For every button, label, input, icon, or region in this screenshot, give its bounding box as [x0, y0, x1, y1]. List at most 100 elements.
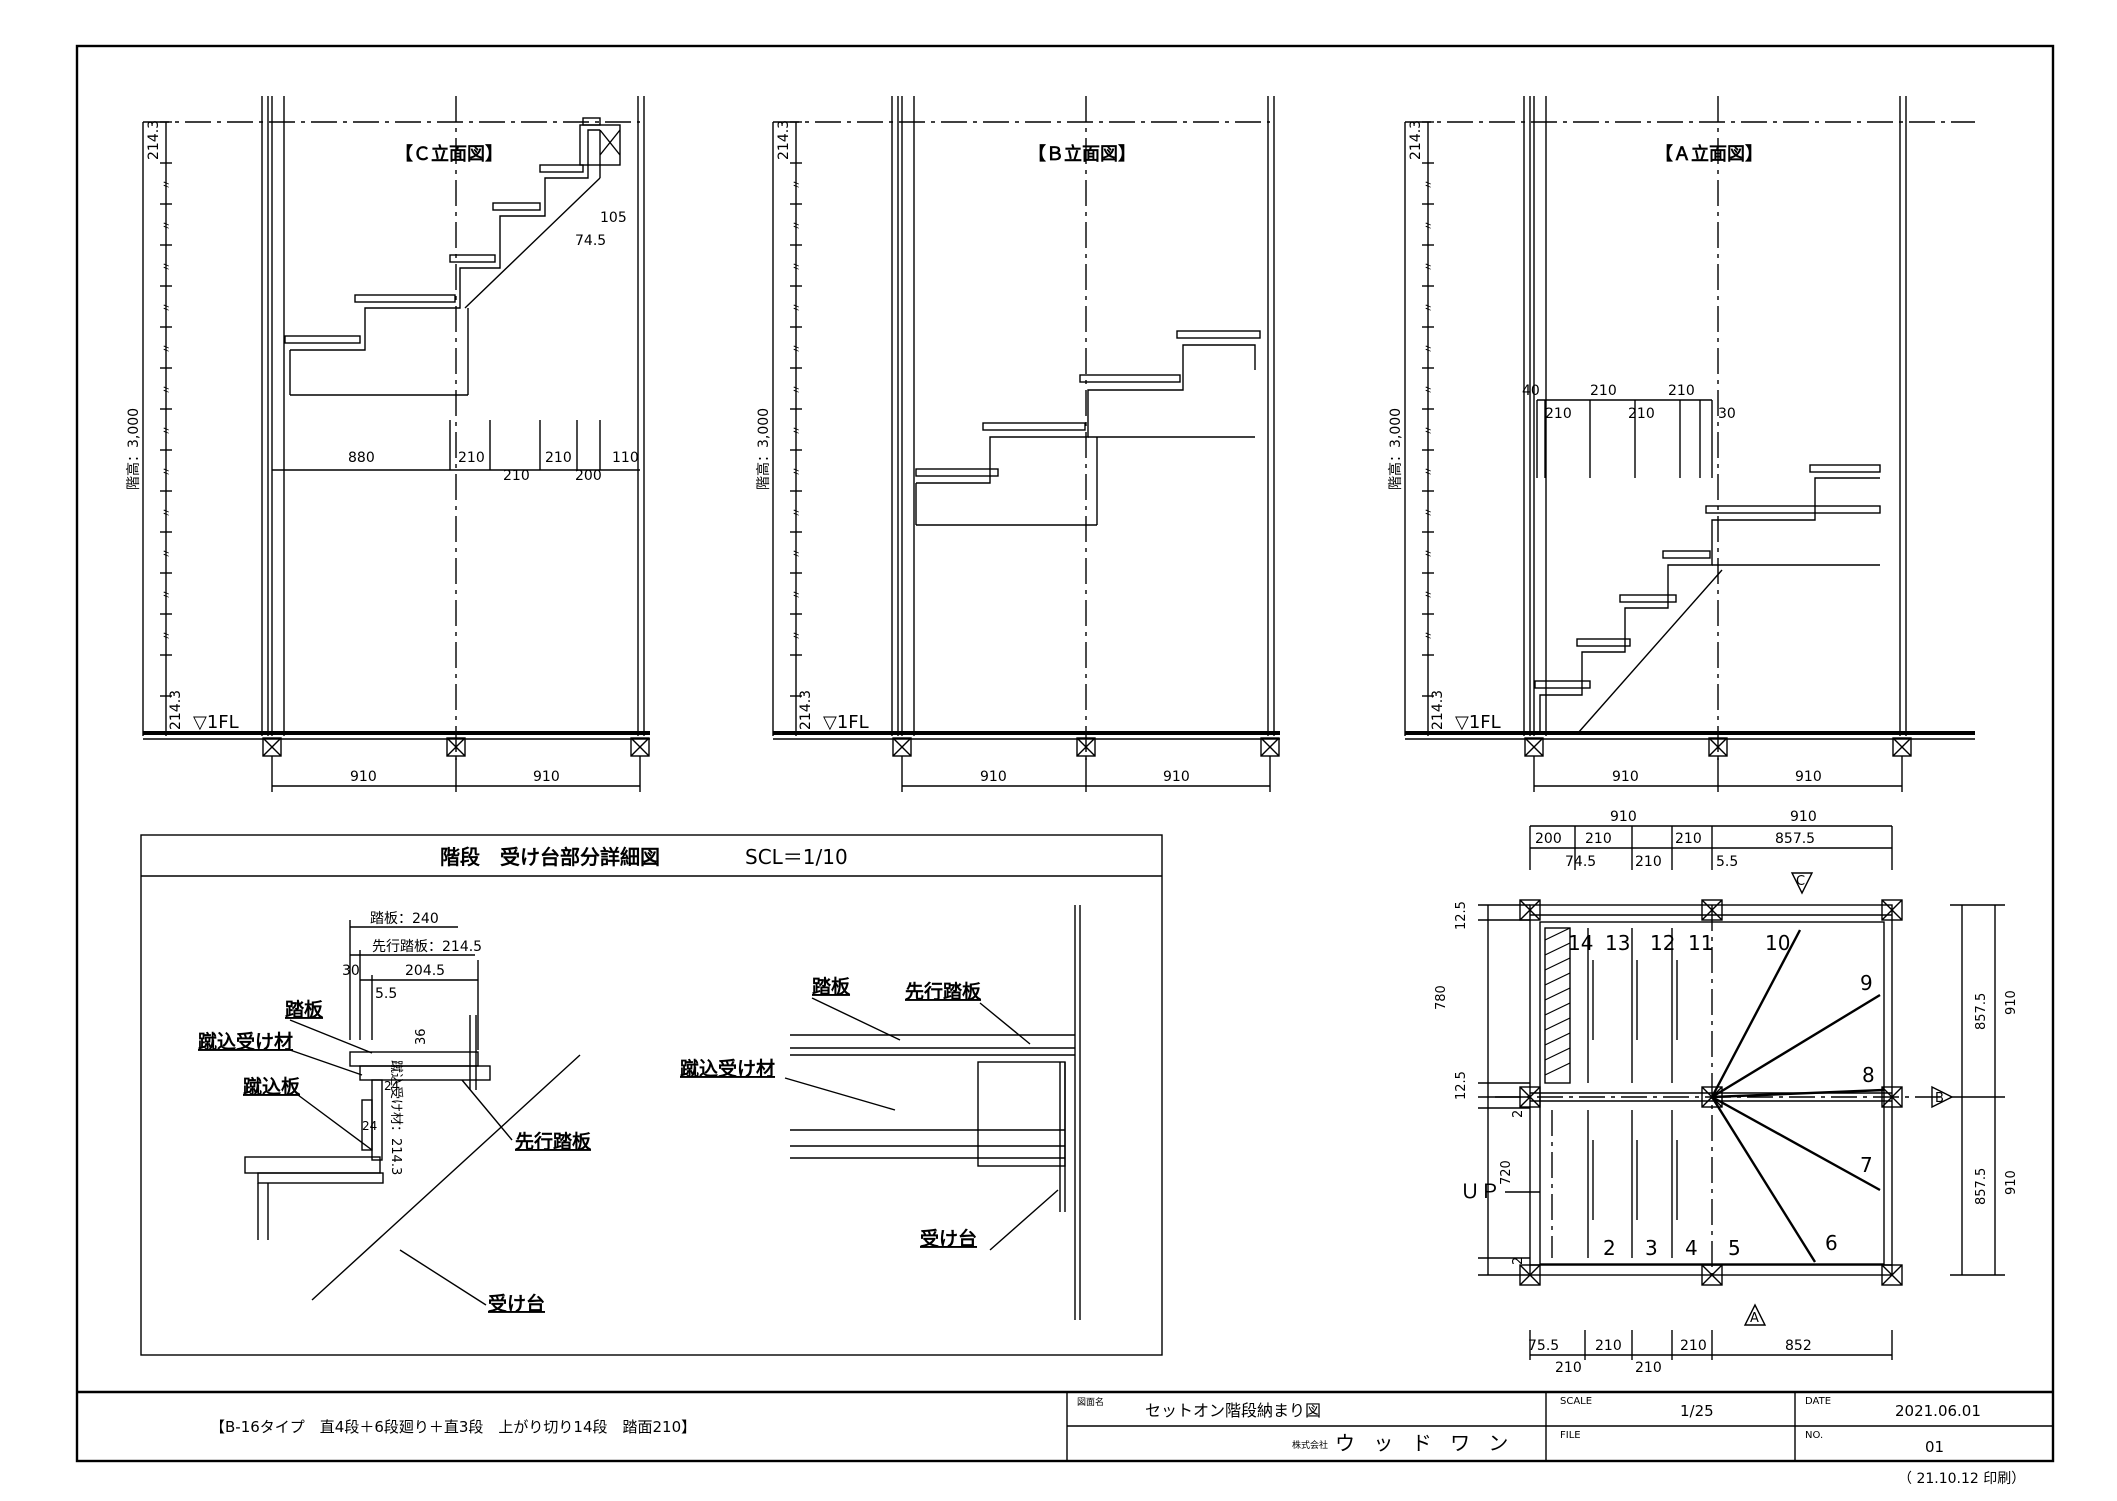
ditto-mark: 〃	[790, 630, 803, 641]
post-box	[1701, 899, 1723, 921]
post-marker	[1260, 737, 1280, 757]
ditto-mark: 〃	[790, 548, 803, 559]
floor-height-label: 階高：3,000	[755, 408, 772, 490]
detail-label-fumiita: 踏板	[285, 998, 324, 1021]
hatch-line	[1544, 1002, 1571, 1016]
post-cross	[1892, 737, 1912, 757]
plan-bdim-755: 75.5	[1528, 1338, 1559, 1354]
tread	[1619, 594, 1677, 603]
plan-dim-200: 200	[1535, 831, 1562, 847]
ditto-mark: 〃	[160, 548, 173, 559]
post-box	[1881, 1086, 1903, 1108]
plan-ldim-2b: 2	[1511, 1257, 1526, 1265]
drawing-name-label: 図面名	[1077, 1396, 1104, 1408]
title-block: 【B-16タイプ 直4段＋6段廻り＋直3段 上がり切り14段 踏面210】 図面…	[77, 1390, 2053, 1487]
bottom-dim-left: 910	[980, 769, 1007, 785]
company-prefix: 株式会社	[1292, 1439, 1328, 1451]
plan-bdim-210d: 210	[1635, 1360, 1662, 1376]
dim-210: 210	[1668, 383, 1695, 399]
plan-bdim-210c: 210	[1555, 1360, 1582, 1376]
tread	[284, 335, 361, 344]
plan-ldim-125: 12.5	[1454, 901, 1469, 930]
ditto-mark: 〃	[1422, 302, 1435, 313]
plan-post	[1519, 899, 1541, 921]
detail-kerikomi-uke-dim: 蹴込受け材：214.3	[388, 1060, 403, 1175]
hatched-wall	[1544, 927, 1571, 1084]
riser-profile	[1539, 477, 1880, 733]
post-cross	[1881, 899, 1903, 921]
scale-label: SCALE	[1560, 1396, 1592, 1407]
tread	[1534, 680, 1591, 689]
tread	[982, 422, 1086, 431]
detail-label-uketai: 受け台	[488, 1292, 545, 1315]
tread	[1576, 638, 1631, 647]
hatch-line	[1544, 972, 1571, 986]
bottom-riser-dim: 214.3	[798, 690, 814, 730]
detail-label-senko: 先行踏板	[515, 1130, 592, 1153]
ditto-mark: 〃	[1422, 630, 1435, 641]
step-number-13: 13	[1605, 931, 1630, 955]
plan-post	[1701, 1264, 1723, 1286]
winder-line	[1710, 929, 1802, 1098]
step-number-8: 8	[1862, 1063, 1875, 1087]
marker-c: C	[1796, 874, 1805, 889]
ditto-mark: 〃	[160, 384, 173, 395]
plan-rdim-8575b: 857.5	[1974, 1168, 1989, 1205]
dim-880: 880	[348, 450, 375, 466]
plan-ldim-125b: 12.5	[1454, 1071, 1469, 1100]
detail-right-kerikomi-uke: 蹴込受け材	[680, 1057, 775, 1080]
post-cross	[446, 737, 466, 757]
post-cross	[1076, 737, 1096, 757]
dim-30: 30	[1718, 406, 1736, 422]
post-cross	[892, 737, 912, 757]
plan-top-910a: 910	[1610, 809, 1637, 825]
detail-left: 踏板：240 先行踏板：214.5 30 204.5 5.5 36 24 24 …	[198, 911, 592, 1315]
post-cross	[1260, 737, 1280, 757]
bottom-dim-right: 910	[1163, 769, 1190, 785]
plan-dim-55: 5.5	[1716, 854, 1738, 870]
stringer	[464, 177, 601, 309]
elevation-title: 【Ｃ立面図】	[395, 143, 503, 165]
tread	[1705, 505, 1881, 514]
post-box	[1881, 899, 1903, 921]
plan-dim-8575: 857.5	[1775, 831, 1815, 847]
hatch-line	[1544, 927, 1571, 941]
plan-post	[1701, 899, 1723, 921]
ditto-mark: 〃	[1422, 507, 1435, 518]
post-cross	[1524, 737, 1544, 757]
tread	[915, 468, 999, 477]
step-number-2: 2	[1603, 1236, 1616, 1260]
file-label: FILE	[1560, 1430, 1581, 1441]
plan-dim-210: 210	[1585, 831, 1612, 847]
ditto-mark: 〃	[160, 302, 173, 313]
riser-profile	[916, 344, 1256, 484]
top-riser-dim: 214.3	[146, 120, 162, 160]
post-marker	[1892, 737, 1912, 757]
winder-line	[1711, 1095, 1881, 1192]
plan-bdim-210: 210	[1595, 1338, 1622, 1354]
detail-fumiita-dim: 踏板：240	[370, 911, 439, 927]
ditto-mark: 〃	[1422, 179, 1435, 190]
detail-dim-24b: 24	[362, 1119, 377, 1133]
dim-210: 210	[1628, 406, 1655, 422]
marker-b-shape	[1931, 1085, 1954, 1109]
scale-value: 1/25	[1680, 1402, 1714, 1420]
tread	[354, 294, 456, 303]
company-name: ウ ッ ド ワ ン	[1335, 1431, 1514, 1455]
dim-210: 210	[1545, 406, 1572, 422]
ditto-mark: 〃	[1422, 343, 1435, 354]
detail-dim-30: 30	[342, 963, 360, 979]
ditto-mark: 〃	[160, 507, 173, 518]
ditto-mark: 〃	[1422, 589, 1435, 600]
detail-dim-2045: 204.5	[405, 963, 445, 979]
detail-dim-55: 5.5	[375, 986, 397, 1002]
hatch-line	[1544, 1062, 1571, 1076]
marker-b: B	[1935, 1091, 1944, 1106]
tread	[1176, 330, 1261, 339]
ditto-mark: 〃	[160, 343, 173, 354]
post-cross	[1519, 899, 1541, 921]
ditto-mark: 〃	[790, 302, 803, 313]
